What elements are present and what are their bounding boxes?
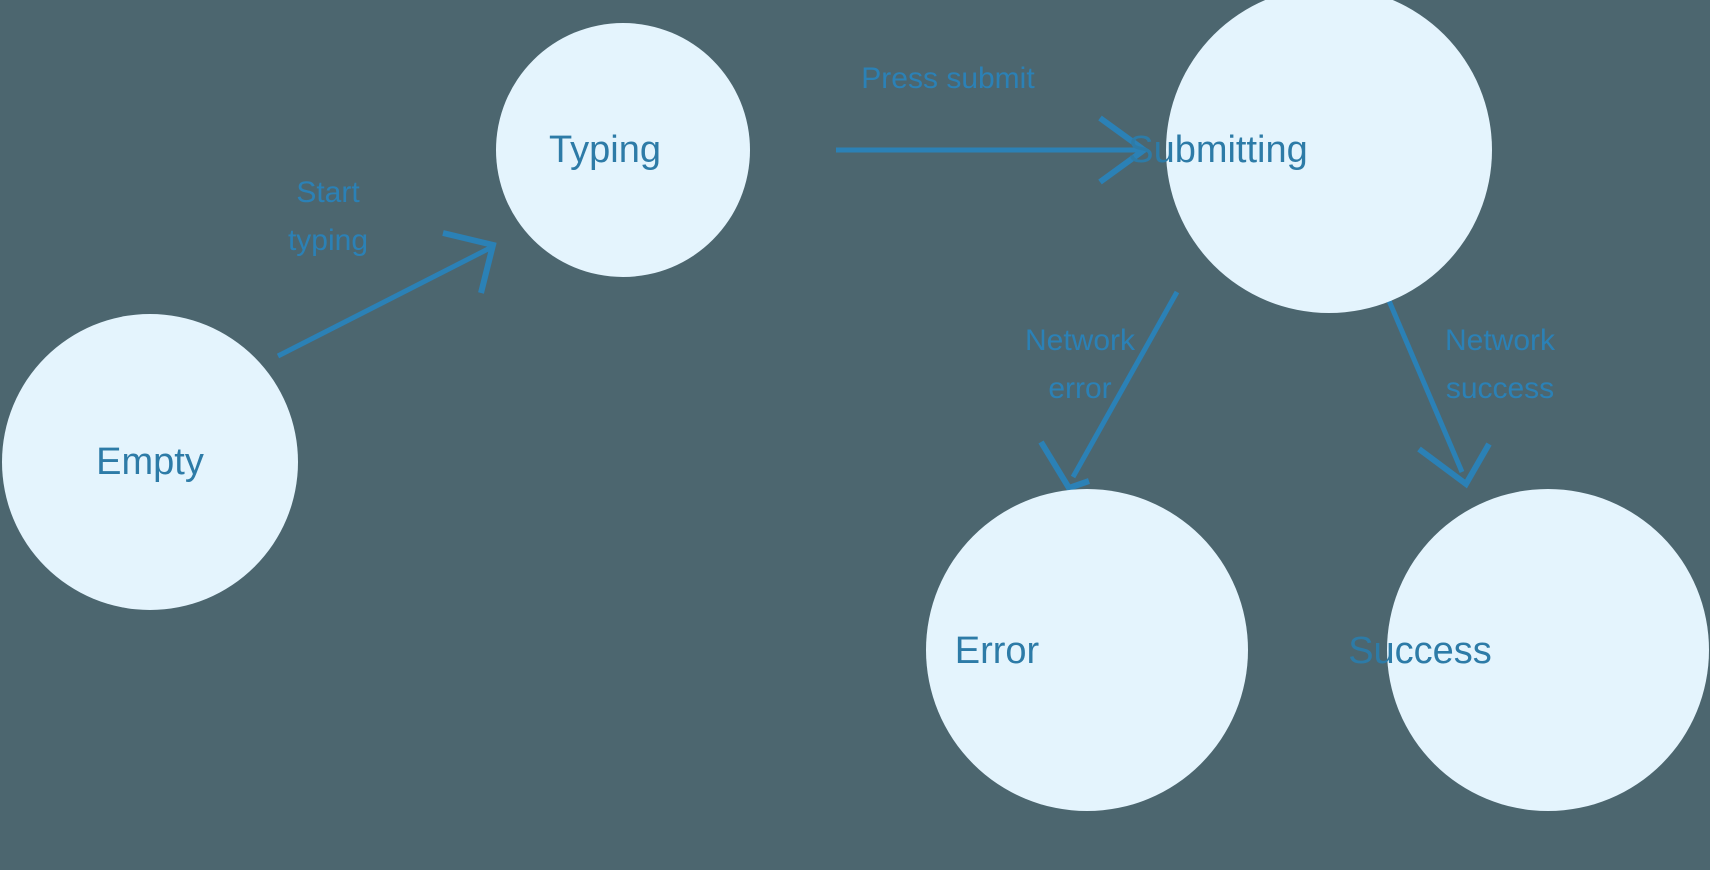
edge-label-press-submit: Press submit [861,62,1035,95]
node-success-label: Success [1348,630,1492,672]
node-typing[interactable]: Typing [496,23,750,277]
edge-label-network-error-line2: error [1048,372,1111,405]
node-error[interactable]: Error [926,489,1248,811]
node-empty-circle[interactable] [2,314,298,610]
node-submitting-label: Submitting [1128,129,1308,171]
edge-label-network-success-line1: Network [1445,324,1556,357]
node-empty-label: Empty [96,441,204,483]
node-empty[interactable]: Empty [2,314,298,610]
edge-typing-to-submitting-arrowhead [1098,115,1150,185]
edge-label-start-typing-line2: typing [288,224,368,257]
node-error-circle[interactable] [926,489,1248,811]
edge-label-network-success-line2: success [1446,372,1554,405]
node-typing-label: Typing [549,129,661,171]
edge-submitting-to-success [1384,295,1492,489]
node-error-label: Error [955,630,1040,672]
node-submitting[interactable]: Submitting [1128,0,1492,313]
edge-label-start-typing-line1: Start [296,176,360,209]
edge-label-network-error-line1: Network [1025,324,1136,357]
node-typing-circle[interactable] [496,23,750,277]
node-submitting-circle[interactable] [1166,0,1492,313]
edge-empty-to-typing [276,230,497,359]
node-success[interactable]: Success [1348,489,1709,811]
edge-submitting-to-success-line [1384,295,1465,473]
edge-submitting-to-error [1038,290,1180,492]
edge-submitting-to-success-arrowhead [1417,442,1492,489]
node-success-circle[interactable] [1387,489,1709,811]
edge-typing-to-submitting [836,115,1150,185]
edge-empty-to-typing-line [276,244,494,359]
edge-submitting-to-error-arrowhead [1038,440,1090,492]
edge-empty-to-typing-arrowhead [442,230,497,294]
edge-submitting-to-error-line [1070,290,1180,479]
